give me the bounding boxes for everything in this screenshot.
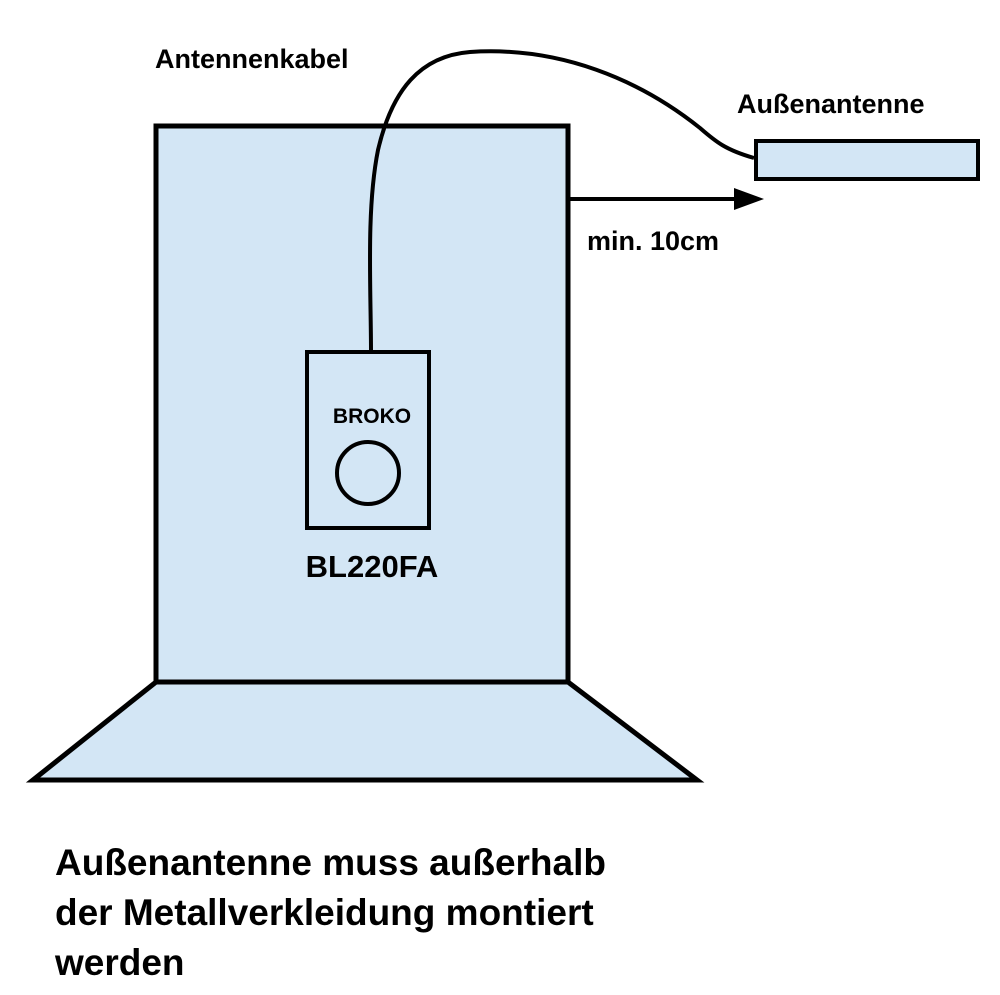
model-label: BL220FA bbox=[306, 549, 439, 584]
outdoor-antenna-label: Außenantenne bbox=[737, 89, 925, 119]
caption: Außenantenne muss außerhalb der Metallve… bbox=[55, 838, 955, 988]
caption-line-3: werden bbox=[55, 942, 185, 983]
cable-label: Antennenkabel bbox=[155, 44, 349, 74]
circle-button-icon bbox=[335, 440, 401, 506]
antenna-cable bbox=[367, 49, 755, 353]
outdoor-antenna bbox=[754, 139, 980, 181]
hood-base bbox=[25, 679, 705, 783]
caption-line-1: Außenantenne muss außerhalb bbox=[55, 842, 606, 883]
arrow-right-icon bbox=[734, 188, 764, 210]
caption-line-2: der Metallverkleidung montiert bbox=[55, 892, 594, 933]
distance-label: min. 10cm bbox=[587, 226, 719, 256]
brand-label: BROKO bbox=[333, 405, 411, 428]
